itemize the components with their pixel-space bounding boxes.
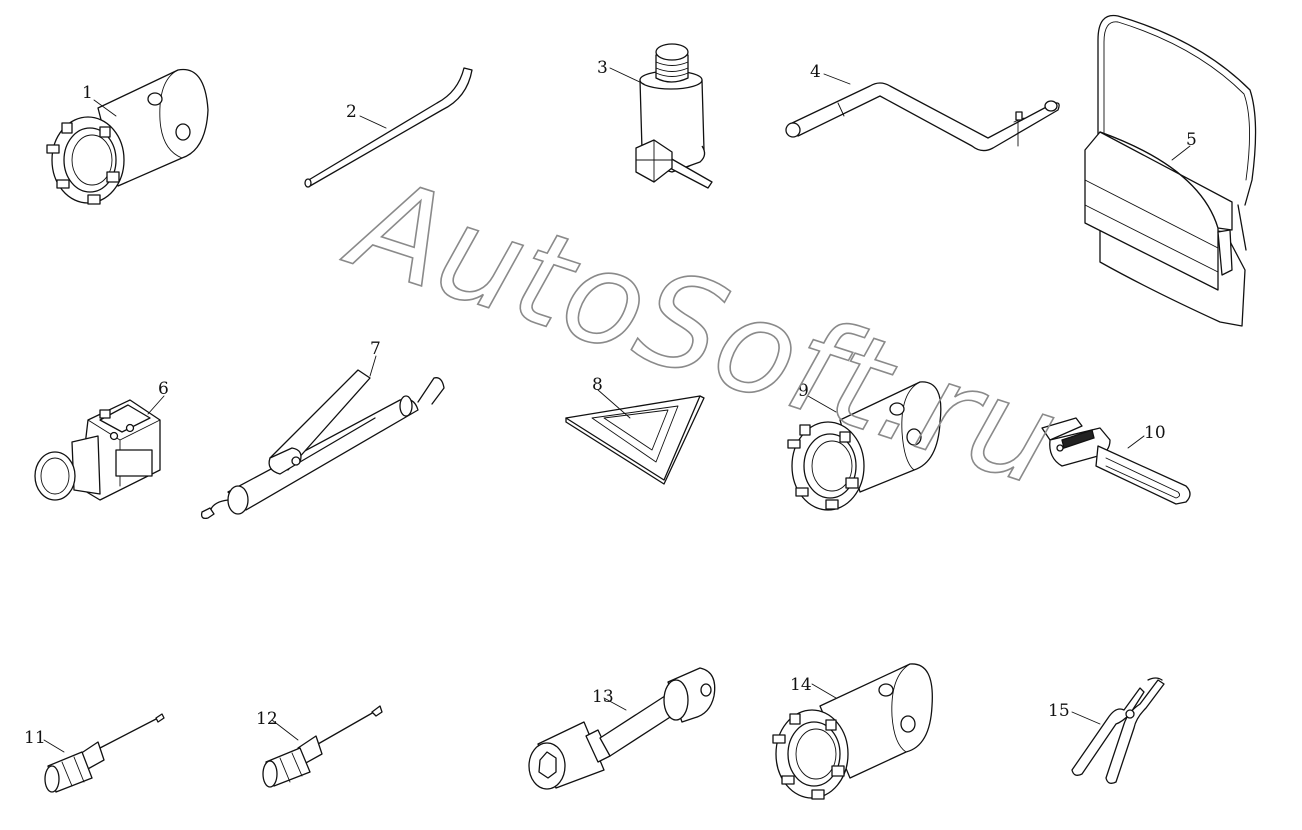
callout-7: 7 — [370, 339, 381, 359]
pliers-15 — [1071, 677, 1165, 784]
adjustable-wrench-10 — [1041, 417, 1191, 505]
callout-12: 12 — [256, 709, 278, 729]
ring-nut-wrench-1 — [46, 68, 209, 205]
callout-5: 5 — [1186, 130, 1197, 150]
tool-bag-5 — [1084, 14, 1257, 327]
callout-4: 4 — [810, 62, 821, 82]
callout-labels: 1 2 3 4 5 6 7 8 9 10 11 12 13 14 15 — [24, 58, 1197, 748]
leader-4 — [823, 73, 851, 85]
hydraulic-jack-3 — [635, 43, 713, 189]
phillips-screwdriver-11 — [44, 713, 165, 793]
callout-14: 14 — [790, 675, 812, 695]
leader-6 — [147, 395, 165, 415]
leader-9 — [807, 395, 837, 413]
callout-11: 11 — [24, 728, 46, 748]
warning-triangle-8 — [565, 395, 705, 485]
callout-2: 2 — [346, 102, 357, 122]
crank-handle-4 — [785, 82, 1060, 152]
callout-8: 8 — [592, 375, 603, 395]
leader-15 — [1071, 711, 1101, 725]
leader-10 — [1127, 435, 1145, 449]
tire-lever-2 — [304, 67, 473, 188]
leader-5 — [1171, 145, 1191, 161]
leader-1 — [93, 99, 117, 117]
work-lamp-6 — [34, 399, 161, 501]
callout-10: 10 — [1144, 423, 1166, 443]
leader-3 — [609, 67, 645, 85]
leader-14 — [811, 683, 837, 699]
ring-nut-wrench-14 — [772, 663, 933, 800]
leader-8 — [597, 389, 631, 419]
grease-gun-7 — [200, 369, 445, 520]
callout-13: 13 — [592, 687, 614, 707]
callout-1: 1 — [82, 83, 93, 103]
callout-3: 3 — [597, 58, 608, 78]
callout-6: 6 — [158, 379, 169, 399]
flat-screwdriver-12 — [262, 705, 383, 788]
callout-9: 9 — [798, 381, 809, 401]
leader-2 — [359, 115, 387, 129]
leader-12 — [271, 719, 299, 741]
ring-nut-wrench-9 — [787, 381, 942, 511]
leader-11 — [43, 739, 65, 753]
callout-15: 15 — [1048, 701, 1070, 721]
socket-wrench-13 — [528, 667, 716, 790]
callout-leaders — [43, 67, 1191, 753]
watermark: AutoSoft.ru — [330, 147, 1074, 515]
leader-7 — [369, 355, 377, 377]
leader-13 — [603, 697, 627, 711]
